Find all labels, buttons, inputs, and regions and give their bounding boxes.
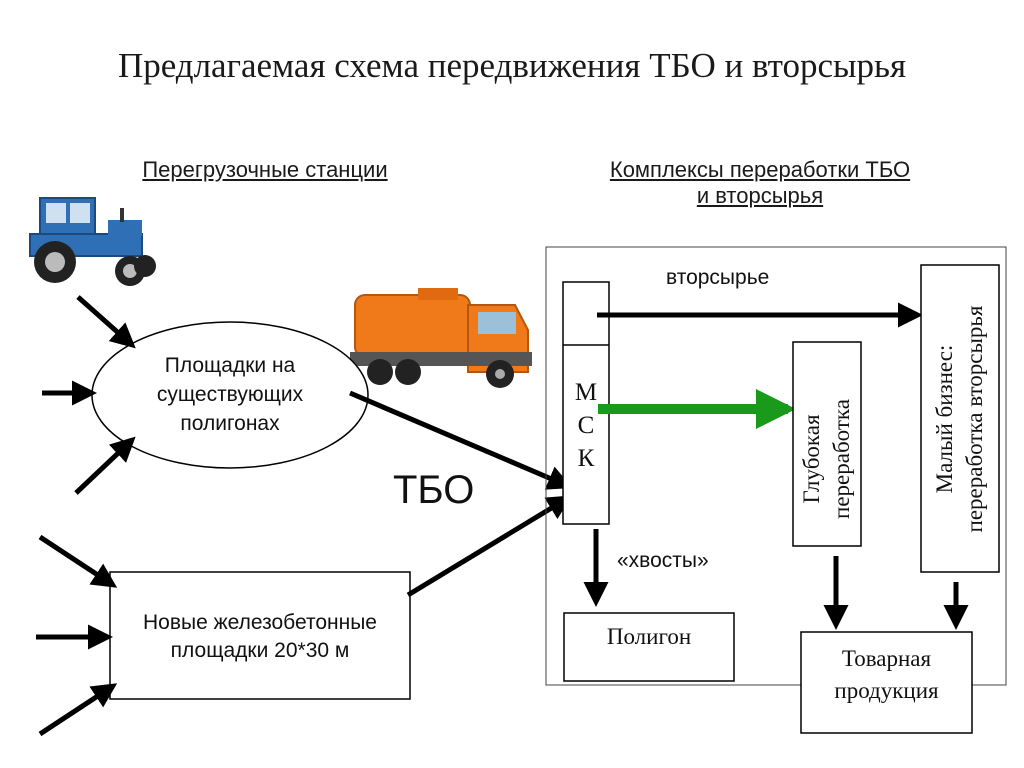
existing-sites-line1: Площадки на — [164, 354, 296, 377]
deep-processing-box — [792, 341, 862, 547]
arrow-in-ellipse-3 — [74, 436, 136, 495]
tails-label: «хвосты» — [617, 549, 709, 572]
arrow-in-box-3 — [38, 683, 118, 737]
landfill-box — [563, 612, 735, 682]
arrow-ellipse-to-msk — [349, 390, 573, 490]
deep-processing-line2: переработка — [829, 399, 854, 519]
processing-complex-frame — [545, 246, 1007, 686]
small-business-line1: Малый бизнес: — [932, 344, 957, 494]
arrow-in-box-1 — [38, 534, 118, 588]
small-business-line2: переработка вторсырья — [962, 305, 987, 533]
new-sites-label: Новые железобетонные площадки 20*30 м — [110, 609, 410, 665]
page-title: Предлагаемая схема передвижения ТБО и вт… — [117, 46, 907, 85]
existing-sites-label: Площадки на существующих полигонах — [100, 351, 360, 438]
arrow-box-to-msk — [406, 495, 573, 598]
garbage-truck-icon — [350, 288, 532, 388]
heading-processing-line1: Комплексы переработки ТБО — [609, 157, 911, 182]
commodity-products-box — [800, 631, 973, 734]
commodity-products-line1: Товарная — [841, 646, 932, 671]
tractor-icon — [29, 197, 156, 286]
msk-letter-m: М — [574, 379, 598, 406]
msk-letter-k: К — [577, 445, 595, 472]
heading-transfer-stations: Перегрузочные станции — [120, 157, 410, 183]
new-sites-line2: площадки 20*30 м — [170, 639, 350, 662]
existing-sites-line3: полигонах — [180, 412, 280, 435]
tbo-label: ТБО — [393, 468, 475, 512]
new-sites-box — [109, 571, 411, 700]
heading-transfer-stations-text: Перегрузочные станции — [142, 157, 388, 182]
recyclables-label: вторсырье — [666, 266, 770, 289]
deep-processing-label: Глубокая переработка — [797, 359, 857, 559]
small-business-label: Малый бизнес: переработка вторсырья — [930, 269, 990, 569]
deep-processing-line1: Глубокая — [799, 414, 824, 504]
msk-box — [562, 281, 610, 525]
landfill-label: Полигон — [606, 624, 692, 649]
heading-processing-line2: и вторсырья — [696, 183, 824, 208]
existing-sites-line2: существующих — [156, 383, 304, 406]
commodity-products-line2: продукция — [834, 678, 939, 703]
small-business-box — [920, 264, 1000, 573]
heading-processing-complexes: Комплексы переработки ТБО и вторсырья — [580, 157, 940, 209]
arrow-in-ellipse-1 — [76, 295, 136, 349]
commodity-products-label: Товарная продукция — [801, 643, 972, 707]
new-sites-line1: Новые железобетонные — [143, 611, 377, 634]
msk-label: М С К — [563, 376, 609, 475]
msk-letter-s: С — [577, 412, 595, 439]
